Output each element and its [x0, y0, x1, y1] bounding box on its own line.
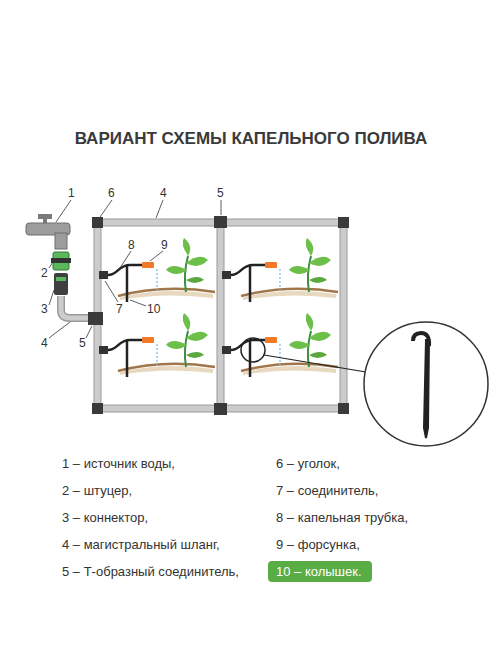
callout-number: 2 — [41, 266, 48, 280]
legend-item: 6 – уголок, — [276, 456, 340, 472]
box-text: 10 – колышек. — [276, 564, 362, 579]
connector — [54, 273, 68, 295]
highlight-box: 10 – колышек. — [268, 561, 372, 582]
callout-number: 3 — [41, 302, 48, 316]
callout-number: 4 — [160, 186, 167, 200]
legend-item: 5 – Т-образный соединитель, — [62, 564, 239, 580]
legend-item: 2 – штуцер, — [62, 483, 132, 499]
legend-item: 3 – коннектор, — [62, 510, 148, 526]
fittings — [88, 216, 349, 415]
diagram-title: ВАРИАНТ СХЕМЫ КАПЕЛЬНОГО ПОЛИВА — [0, 129, 502, 149]
legend-item: 1 – источник воды, — [62, 456, 175, 472]
legend-item: 4 – магистральный шланг, — [62, 537, 220, 553]
callout-number: 7 — [116, 302, 123, 316]
callout-number: 5 — [217, 186, 224, 200]
callout-number: 10 — [147, 302, 160, 316]
callout-number: 6 — [108, 186, 115, 200]
callout-number: 8 — [128, 238, 135, 252]
zoom-circle — [241, 338, 265, 362]
leader-lines — [49, 200, 221, 338]
callout-number: 9 — [161, 238, 168, 252]
callout-number: 4 — [41, 336, 48, 350]
legend-item: 7 – соединитель, — [276, 483, 378, 499]
legend-item: 8 – капельная трубка, — [276, 510, 408, 526]
legend-item: 9 – форсунка, — [276, 537, 360, 553]
callout-number: 1 — [68, 186, 75, 200]
callout-number: 5 — [79, 336, 86, 350]
main-hose — [94, 219, 347, 412]
